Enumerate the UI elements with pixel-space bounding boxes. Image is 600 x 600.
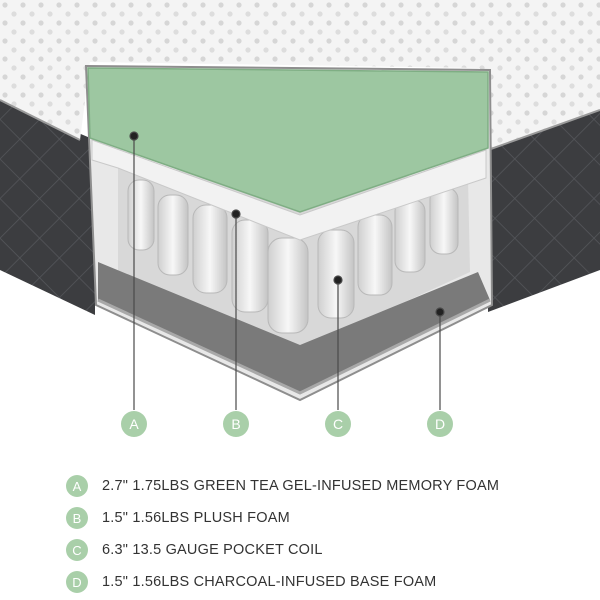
legend-badge-c: C bbox=[66, 539, 88, 561]
callout-marker-d: D bbox=[427, 411, 453, 437]
legend-badge-d: D bbox=[66, 571, 88, 593]
legend-text-d: 1.5" 1.56LBS CHARCOAL-INFUSED BASE FOAM bbox=[102, 574, 437, 590]
base-foam-layer bbox=[98, 262, 490, 393]
legend-item-c: C 6.3" 13.5 GAUGE POCKET COIL bbox=[66, 534, 586, 566]
legend-item-a: A 2.7" 1.75LBS GREEN TEA GEL-INFUSED MEM… bbox=[66, 470, 586, 502]
callout-marker-a: A bbox=[121, 411, 147, 437]
mattress-side-left bbox=[0, 100, 95, 315]
legend-item-b: B 1.5" 1.56LBS PLUSH FOAM bbox=[66, 502, 586, 534]
legend-badge-a: A bbox=[66, 475, 88, 497]
mattress-top-cover bbox=[0, 0, 600, 150]
pocket-coils bbox=[127, 179, 459, 334]
callout-marker-c: C bbox=[325, 411, 351, 437]
legend-text-b: 1.5" 1.56LBS PLUSH FOAM bbox=[102, 510, 290, 526]
legend-text-a: 2.7" 1.75LBS GREEN TEA GEL-INFUSED MEMOR… bbox=[102, 478, 500, 494]
memory-foam-layer bbox=[87, 67, 489, 213]
legend-badge-b: B bbox=[66, 507, 88, 529]
legend-text-c: 6.3" 13.5 GAUGE POCKET COIL bbox=[102, 542, 323, 558]
mattress-side-right bbox=[488, 110, 600, 312]
callout-marker-b: B bbox=[223, 411, 249, 437]
legend-item-d: D 1.5" 1.56LBS CHARCOAL-INFUSED BASE FOA… bbox=[66, 566, 586, 598]
plush-foam-layer bbox=[91, 139, 487, 241]
mattress-cutaway-diagram bbox=[0, 0, 600, 410]
layer-legend: A 2.7" 1.75LBS GREEN TEA GEL-INFUSED MEM… bbox=[66, 470, 586, 598]
